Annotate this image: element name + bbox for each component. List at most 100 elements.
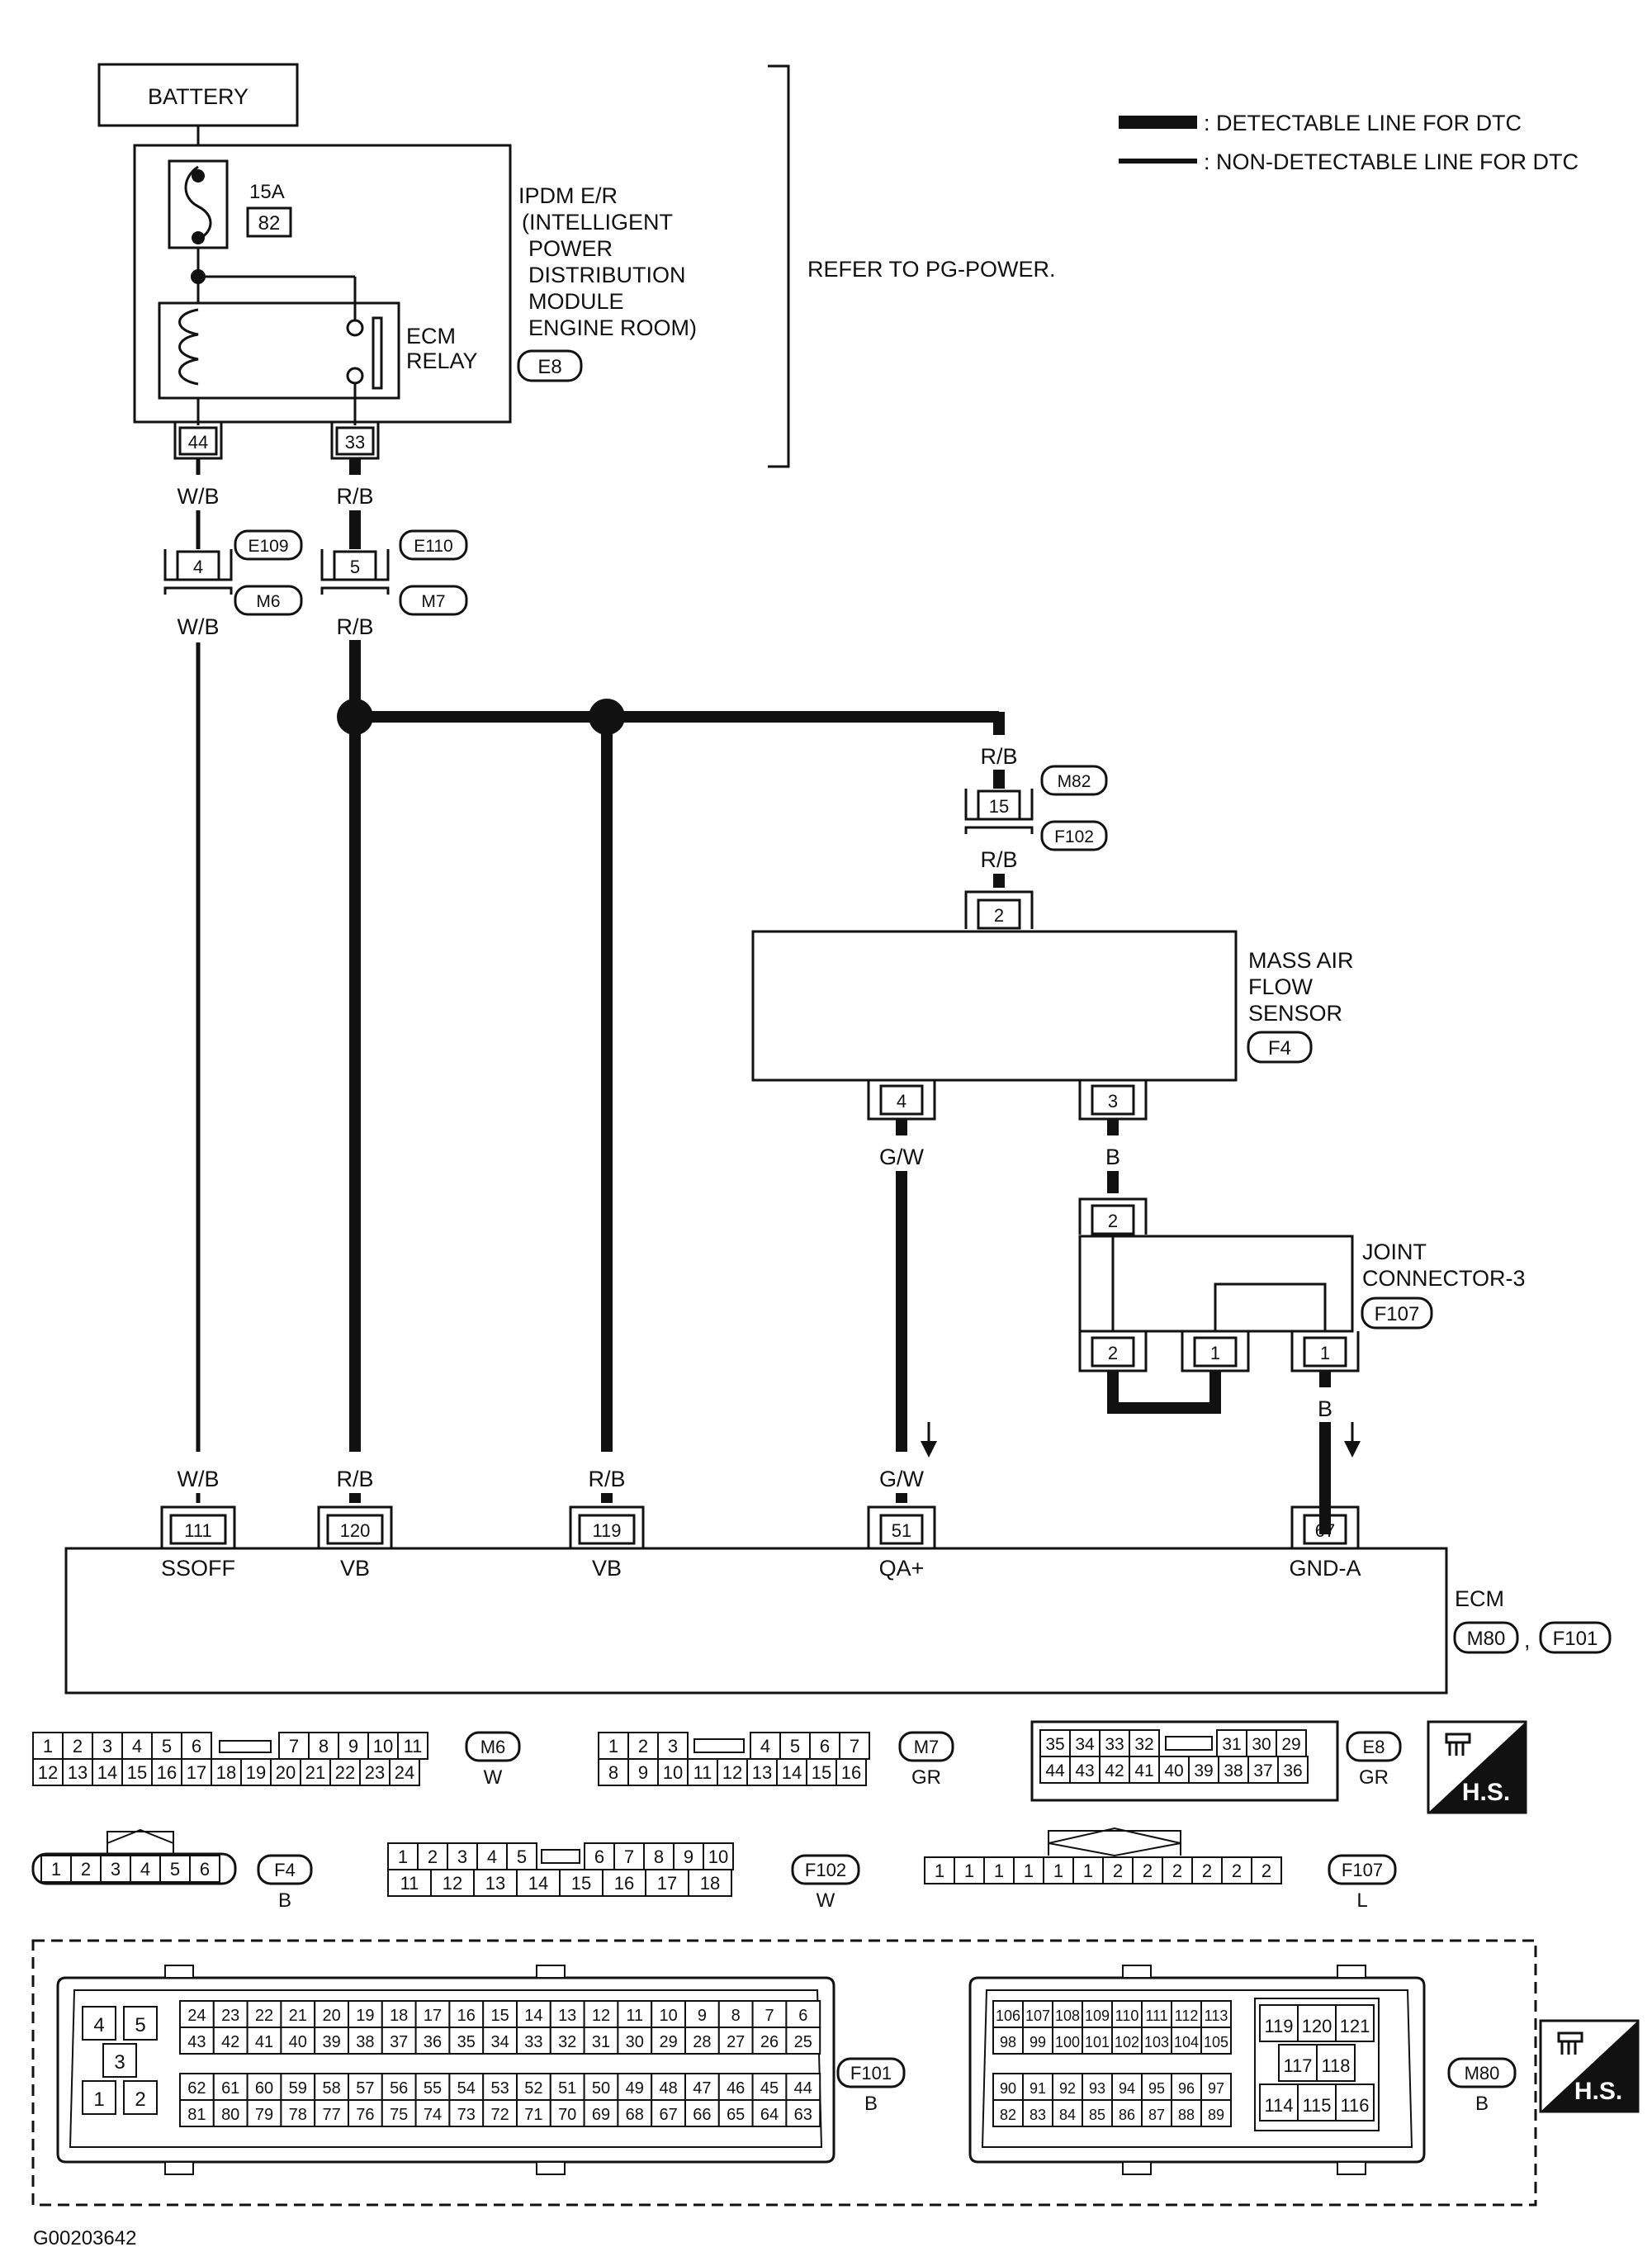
pin-number: 114 [1264, 2095, 1293, 2116]
pin-number: 12 [443, 1873, 462, 1894]
pin-cell [314, 2099, 350, 2127]
relay-label-2: RELAY [406, 348, 478, 373]
pin-cell [1277, 1756, 1309, 1784]
pin-number: 26 [760, 2033, 779, 2051]
pin-cell [506, 1842, 537, 1870]
pin-number: 13 [485, 1873, 505, 1894]
pin-cell [549, 2073, 585, 2101]
pin-cell [583, 2099, 619, 2127]
pin-number: 7 [289, 1736, 299, 1756]
pin-number: 69 [592, 2106, 610, 2124]
fuse-rating: 15A [249, 181, 285, 203]
pin-cell [516, 2099, 551, 2127]
connector-label: M80 [1465, 2063, 1500, 2083]
svg-text:5: 5 [350, 557, 360, 577]
refer-bracket [768, 64, 790, 468]
conn-m80: M80 [1467, 1628, 1506, 1650]
pin-number: 81 [187, 2106, 206, 2124]
pin-cell [397, 1732, 428, 1760]
pin-number: 111 [1145, 2008, 1167, 2024]
pin-number: 108 [1055, 2008, 1080, 2024]
pin-number: 15 [812, 1762, 831, 1783]
ecm-pin-name-vb1: VB [340, 1556, 370, 1581]
pin-number: 3 [457, 1846, 467, 1867]
pin-cell [270, 1758, 301, 1786]
svg-text:2: 2 [994, 905, 1004, 926]
maf-line3: SENSOR [1248, 1001, 1342, 1026]
wire-color-rb-5b: R/B [336, 1467, 373, 1491]
pin-cell [381, 2073, 417, 2101]
pin-cell [82, 2080, 116, 2115]
pin-number: 101 [1085, 2034, 1110, 2050]
latch [1122, 2161, 1152, 2175]
pin-number: 78 [289, 2106, 307, 2124]
pin-cell [1335, 2004, 1375, 2042]
refer-text: REFER TO PG-POWER. [807, 257, 1056, 282]
pin-cell [338, 1732, 369, 1760]
conn-e109: E109 [248, 537, 288, 556]
ipdm-box [133, 144, 512, 424]
pin-number: 18 [700, 1873, 720, 1894]
pin-number: 12 [722, 1762, 742, 1783]
pin-number: 2 [638, 1736, 648, 1756]
latch [1165, 1736, 1213, 1751]
pin-number: 8 [608, 1762, 618, 1783]
svg-text:2: 2 [1108, 1343, 1118, 1363]
pin-number: 87 [1148, 2107, 1165, 2123]
pin-cell [448, 2027, 485, 2055]
pin-number: 4 [93, 2014, 104, 2036]
pin-cell [389, 1758, 420, 1786]
hs-badge-icon: H.S. [1539, 2019, 1640, 2113]
ipdm-title: IPDM E/R (INTELLIGENT POWER DISTRIBUTION… [518, 183, 697, 340]
pin-number: 7 [624, 1846, 634, 1867]
figure-id: G00203642 [33, 2227, 136, 2249]
pin-number: 120 [1302, 2016, 1332, 2036]
pin-number: 5 [135, 2014, 145, 2036]
joint-pin-1a: 1 [1181, 1331, 1250, 1372]
pin-number: 6 [798, 2007, 807, 2025]
svg-text:120: 120 [340, 1520, 371, 1541]
pin-number: 2 [135, 2088, 145, 2111]
pin-number: 33 [1105, 1735, 1124, 1754]
pin-cell [414, 2027, 451, 2055]
latch [219, 1740, 272, 1753]
connector-15: 15 [964, 789, 1034, 834]
ecm-pin-120: 120 [317, 1505, 393, 1548]
pin-number: 2 [1113, 1861, 1123, 1881]
pin-number: 20 [276, 1762, 296, 1783]
pin-cell [387, 1869, 432, 1897]
pin-number: 34 [1075, 1735, 1095, 1754]
pin-cell [785, 2073, 821, 2101]
svg-text:111: 111 [184, 1520, 211, 1541]
pin-cell [627, 1732, 659, 1760]
pin-cell [1251, 1856, 1282, 1884]
pin-number: 8 [654, 1846, 664, 1867]
pin-number: 2 [73, 1736, 83, 1756]
pin-cell [583, 2027, 619, 2055]
pin-cell [750, 1732, 781, 1760]
pin-number: 43 [1075, 1761, 1094, 1780]
pin-number: 35 [457, 2033, 476, 2051]
pin-cell [1200, 2027, 1232, 2055]
conn-m82: M82 [1058, 772, 1091, 791]
pin-number: 1 [51, 1859, 61, 1880]
wire-color-rb-4: R/B [980, 847, 1017, 872]
pin-number: 46 [727, 2079, 745, 2098]
connector-badge [836, 2057, 906, 2088]
pin-cell [179, 2027, 215, 2055]
pin-cell [1129, 1729, 1160, 1757]
svg-text:H.S.: H.S. [1574, 2078, 1622, 2105]
key [107, 1828, 174, 1856]
pin-number: 66 [693, 2106, 711, 2124]
pin-33: 33 [330, 422, 380, 460]
joint-pin-2-top: 2 [1078, 1197, 1148, 1235]
pin-cell [417, 1842, 448, 1870]
pin-number: 13 [558, 2007, 576, 2025]
pin-number: 15 [127, 1762, 147, 1783]
pin-number: 74 [424, 2106, 442, 2124]
latch [1337, 2161, 1366, 2175]
pin-number: 76 [356, 2106, 374, 2124]
pin-cell [348, 2027, 383, 2055]
pin-cell [123, 2006, 158, 2041]
